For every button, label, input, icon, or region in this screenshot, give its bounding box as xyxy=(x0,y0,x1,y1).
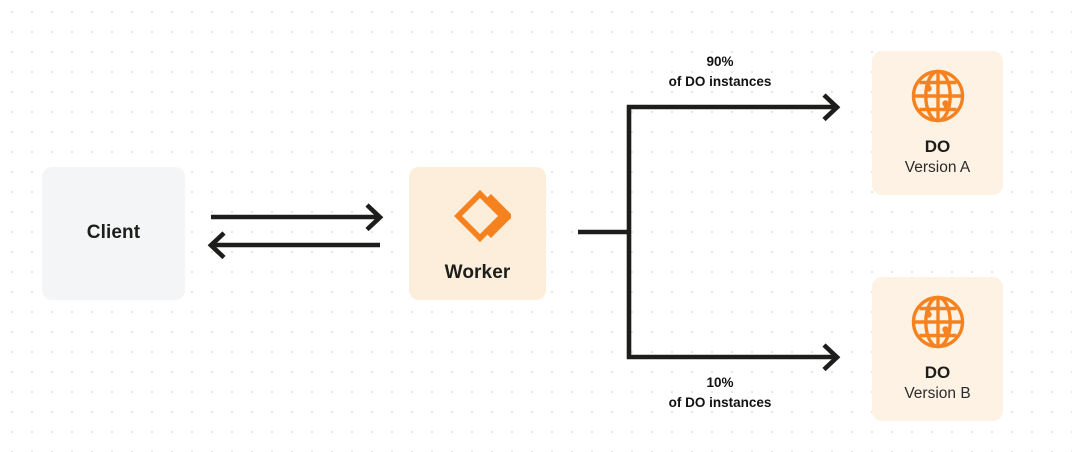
edge-label-do-a: 90% of DO instances xyxy=(617,52,823,91)
node-do-a-title: DO xyxy=(924,136,951,156)
arrow-worker-to-client xyxy=(207,231,380,260)
node-worker-label: Worker xyxy=(444,261,511,283)
globe-icon xyxy=(909,67,967,125)
cloudflare-workers-logo-icon xyxy=(445,183,513,249)
node-worker[interactable]: Worker xyxy=(409,167,546,300)
arrow-worker-to-do-a xyxy=(627,93,841,122)
edge-label-do-a-caption: of DO instances xyxy=(668,73,772,89)
node-do-b-subtitle: Version B xyxy=(904,385,971,403)
arrow-worker-to-do-b xyxy=(627,343,841,372)
edge-label-do-b-caption: of DO instances xyxy=(668,394,772,410)
node-client[interactable]: Client xyxy=(42,167,185,300)
arrow-client-to-worker xyxy=(211,203,384,232)
edge-label-do-a-percent: 90% xyxy=(706,54,734,69)
node-do-b-title: DO xyxy=(924,362,951,382)
edge-label-do-b-percent: 10% xyxy=(706,375,734,390)
node-do-a-subtitle: Version A xyxy=(904,159,971,177)
node-do-version-b[interactable]: DO Version B xyxy=(872,277,1003,421)
node-do-version-a[interactable]: DO Version A xyxy=(872,51,1003,195)
globe-icon xyxy=(909,293,967,351)
branch-connector xyxy=(578,105,632,359)
node-client-label: Client xyxy=(86,222,141,244)
edge-label-do-b: 10% of DO instances xyxy=(617,373,823,412)
